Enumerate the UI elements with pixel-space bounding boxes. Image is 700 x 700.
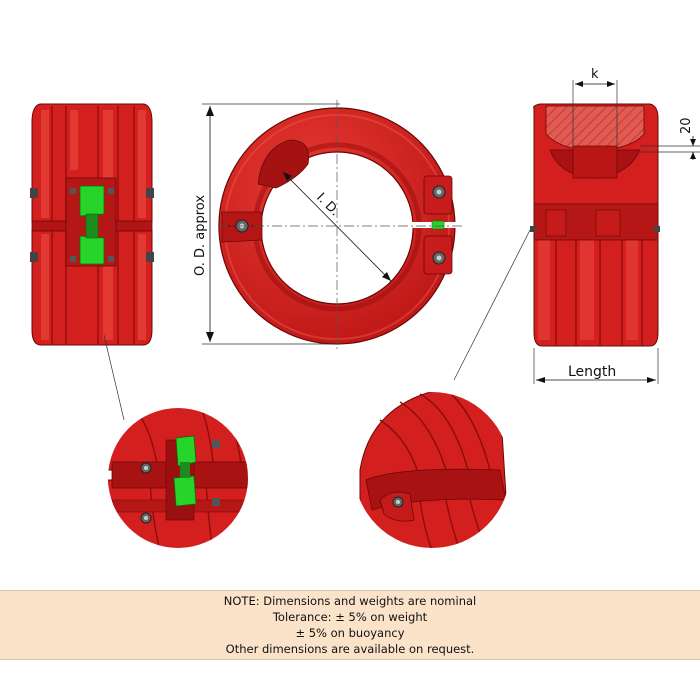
right-section-view: k 20 Length bbox=[453, 67, 700, 384]
note-line-2: Tolerance: ± 5% on weight bbox=[272, 610, 428, 624]
id-label: I. D. bbox=[313, 190, 342, 219]
clamp-detail-view bbox=[108, 408, 248, 548]
note-line-1: NOTE: Dimensions and weights are nominal bbox=[223, 594, 477, 608]
hinge-detail-view bbox=[354, 392, 510, 548]
note-line-3: ± 5% on buoyancy bbox=[295, 626, 405, 640]
od-dimension: O. D. approx bbox=[193, 103, 340, 345]
length-label: Length bbox=[568, 364, 616, 380]
front-ring-view: I. D. bbox=[218, 100, 462, 350]
clamp-icon bbox=[70, 185, 114, 265]
k-label: k bbox=[591, 67, 599, 82]
note-panel: NOTE: Dimensions and weights are nominal… bbox=[0, 590, 700, 660]
note-line-4: Other dimensions are available on reques… bbox=[225, 642, 475, 656]
dim-20-label: 20 bbox=[679, 117, 694, 134]
left-side-view bbox=[30, 103, 154, 421]
od-label: O. D. approx bbox=[193, 195, 208, 276]
technical-drawing: I. D. O. D. approx bbox=[30, 67, 700, 548]
